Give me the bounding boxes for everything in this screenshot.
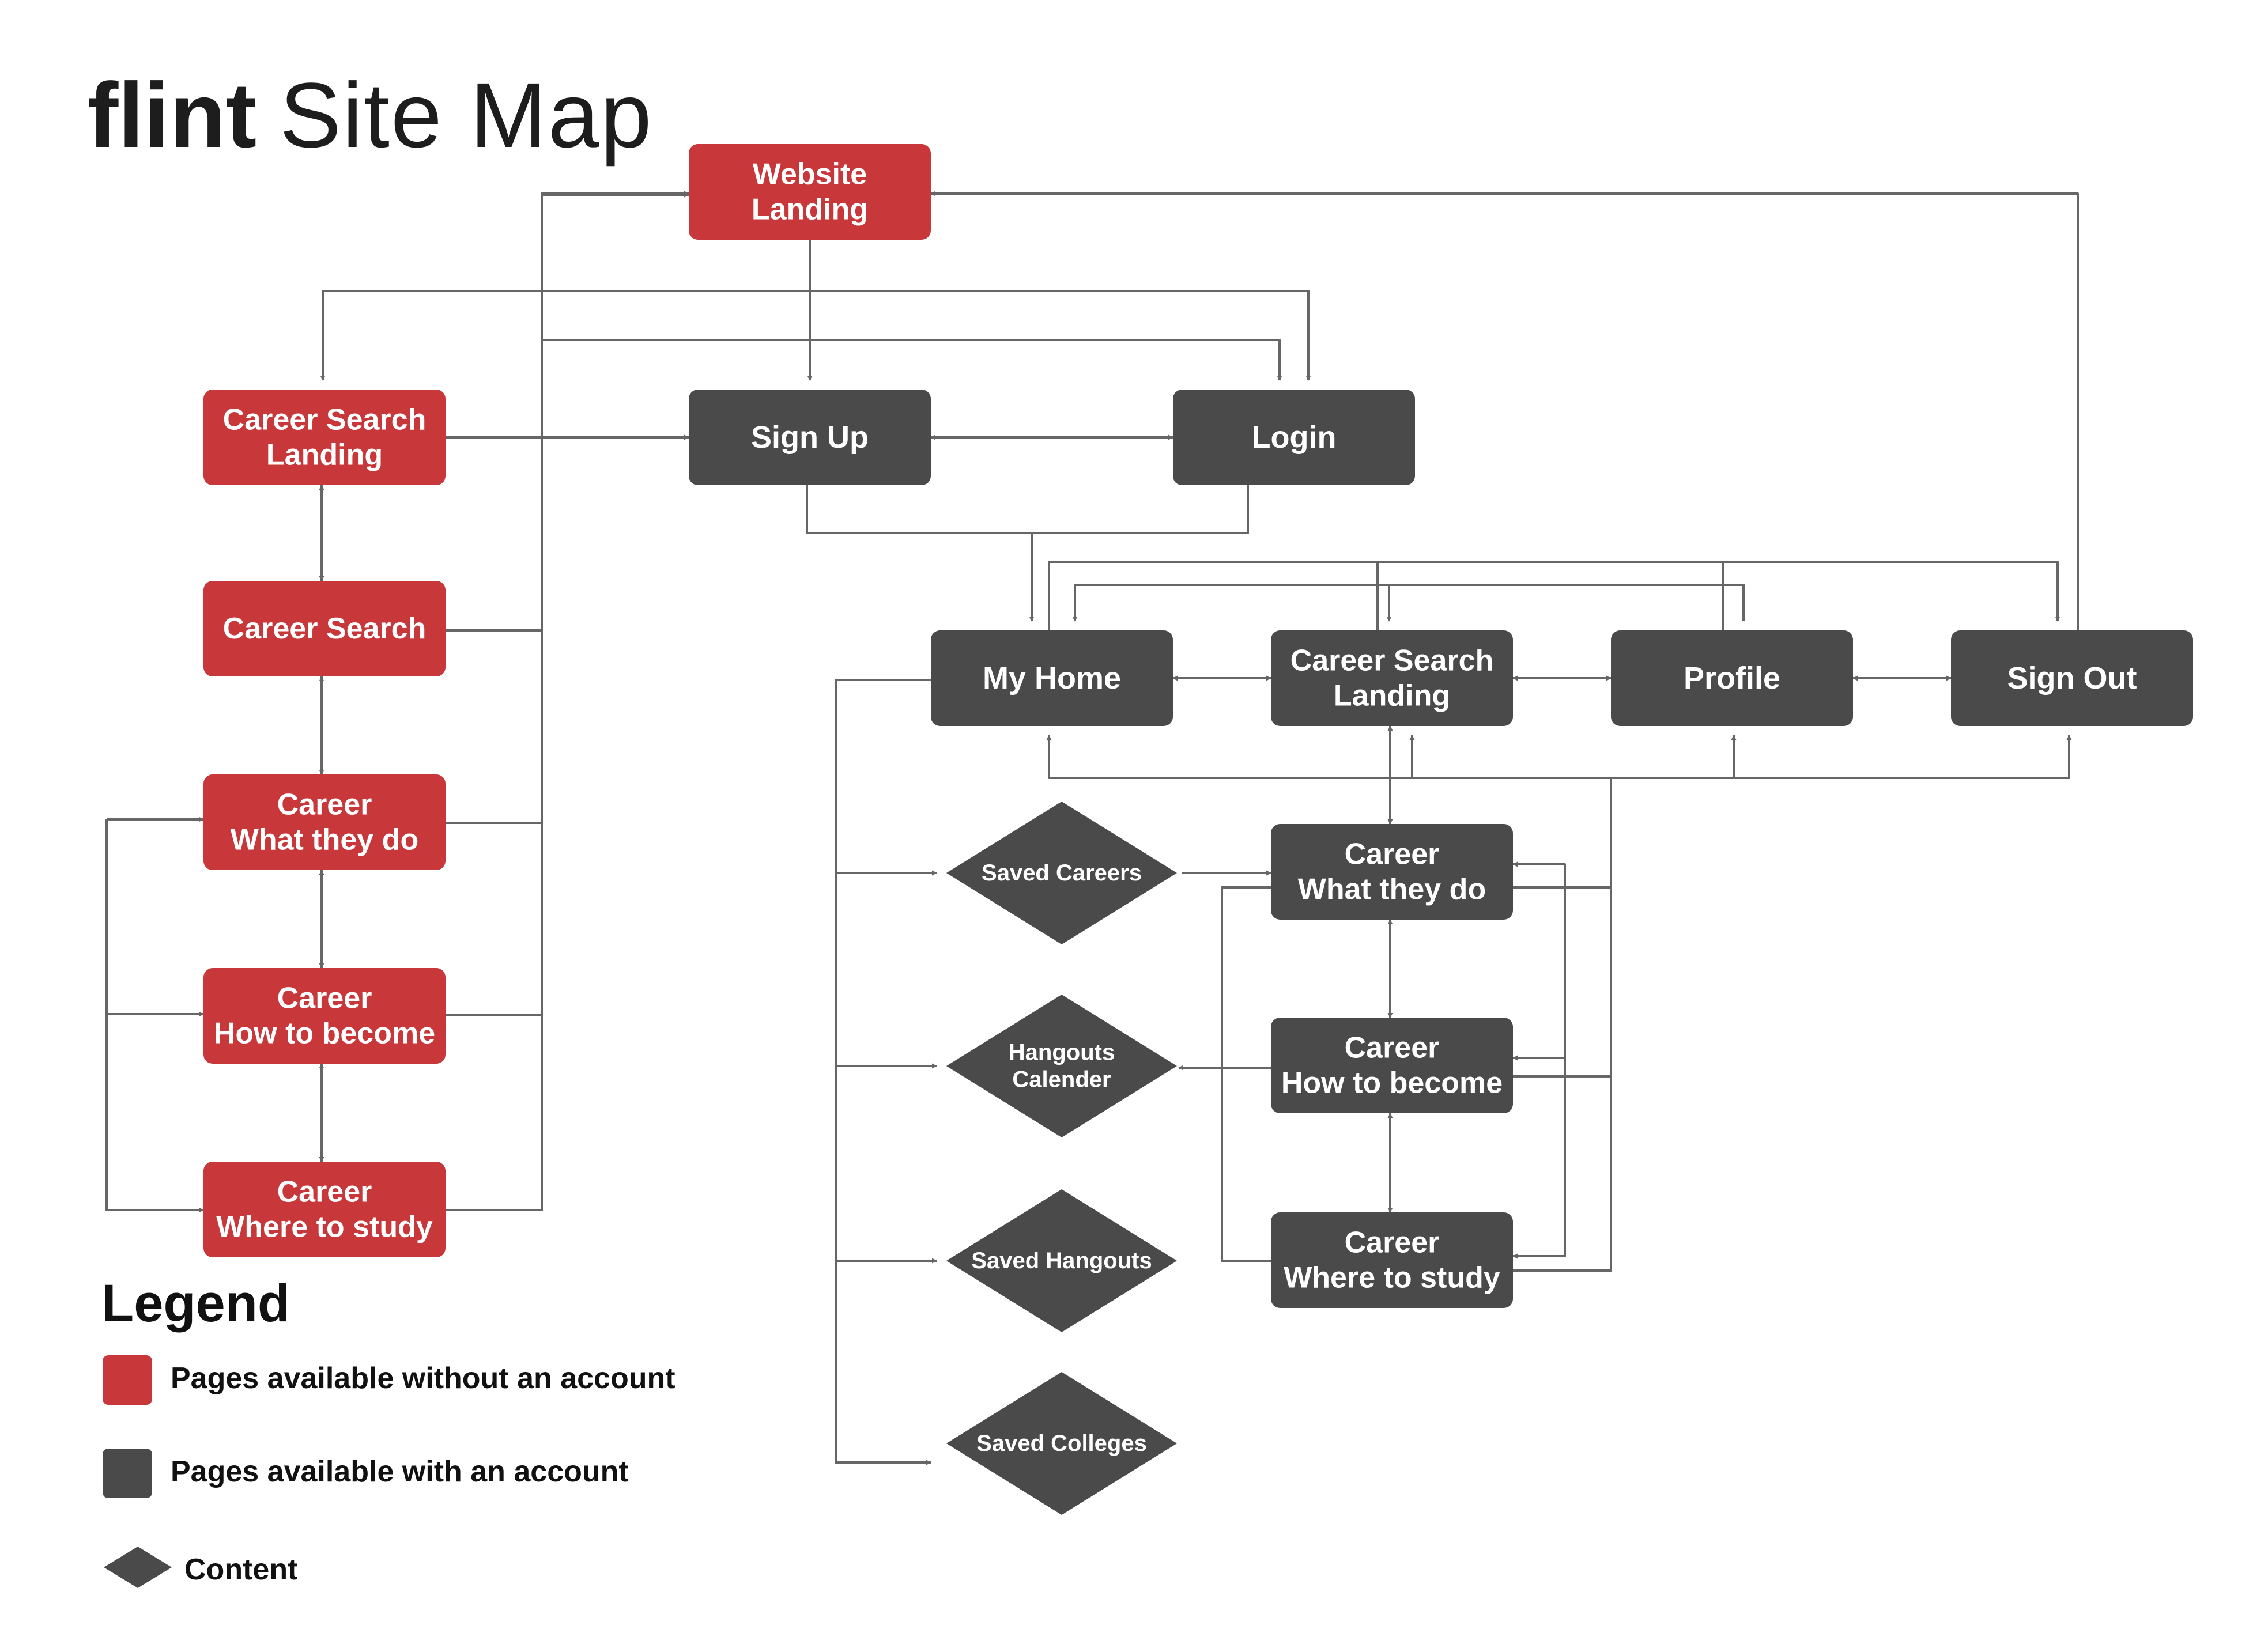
node-saved-careers: Saved Careers (946, 802, 1177, 944)
node-diamond (946, 1189, 1177, 1332)
node-label-line: Career (277, 981, 372, 1015)
node-login: Login (1173, 390, 1415, 485)
node-label-line: Where to study (1284, 1261, 1500, 1295)
node-diamond (946, 995, 1177, 1137)
connector-line (1512, 861, 1566, 1259)
node-box (931, 630, 1173, 726)
legend-swatch-account (103, 1449, 152, 1498)
title-text: Site Map (280, 63, 653, 167)
node-label-line: Career Search (1290, 644, 1494, 677)
legend-label-content: Content (184, 1553, 298, 1586)
node-box (1271, 1212, 1513, 1308)
node-label-line: How to become (214, 1017, 435, 1050)
legend-swatch-content (104, 1547, 172, 1588)
node-my-home: My Home (931, 630, 1173, 726)
connector-line (1221, 886, 1271, 1262)
node-label-line: Where to study (216, 1211, 433, 1244)
node-box (1611, 630, 1853, 726)
node-diamond (946, 1372, 1177, 1515)
connector-line (541, 194, 1282, 381)
node-label-line: Landing (266, 439, 383, 472)
node-box (689, 144, 931, 240)
node-box (1271, 824, 1513, 920)
connector-line (446, 191, 689, 439)
node-box (1271, 1018, 1513, 1113)
node-label-line: Calender (1012, 1067, 1111, 1093)
node-box (203, 1162, 446, 1257)
node-label-line: Career Search (223, 403, 427, 436)
connector-line (320, 240, 811, 381)
node-label-line: Saved Colleges (976, 1431, 1147, 1456)
legend-label-account: Pages available with an account (171, 1455, 629, 1488)
connector-line (1048, 561, 2061, 630)
node-label-line: My Home (983, 661, 1121, 695)
node-label-line: Career (277, 1175, 372, 1208)
node-label-line: Profile (1684, 661, 1780, 695)
connector-line (1513, 778, 1612, 1272)
connector-line (835, 679, 931, 1465)
node-saved-colleges: Saved Colleges (946, 1372, 1177, 1515)
node-label-line: Career (277, 788, 372, 821)
connectors (105, 191, 2079, 1465)
node-label-line: Career (1345, 1031, 1440, 1064)
brand-name: flint (88, 63, 257, 167)
node-box (1951, 630, 2193, 726)
node-label-line: Career (1345, 837, 1440, 871)
node-label-line: What they do (231, 823, 418, 857)
node-profile: Profile (1611, 630, 1853, 726)
node-box (203, 968, 446, 1064)
node-label-line: Career Search (223, 612, 427, 645)
node-label-line: Saved Careers (982, 860, 1142, 886)
connector-line (1046, 735, 2072, 779)
connector-line (806, 485, 1035, 622)
connector-line (105, 819, 204, 1213)
node-box (203, 581, 446, 676)
connector-line (810, 290, 1311, 381)
node-label-line: Website (753, 157, 867, 191)
legend-label-public: Pages available without an account (171, 1362, 676, 1395)
node-label-line: How to become (1281, 1067, 1503, 1100)
node-sign-up: Sign Up (689, 390, 931, 485)
node-label-line: Sign Out (2007, 661, 2137, 695)
node-label-line: Sign Up (751, 420, 869, 455)
connector-line (446, 192, 689, 1211)
node-saved-hangouts: Saved Hangouts (946, 1189, 1177, 1332)
connector-line (1032, 485, 1249, 534)
legend-title: Legend (101, 1274, 290, 1333)
node-box (203, 390, 446, 485)
node-label-line: What they do (1298, 873, 1486, 906)
node-label-line: Login (1252, 420, 1337, 455)
node-label-line: Landing (1334, 679, 1450, 713)
connector-line (1072, 584, 1745, 622)
connector-line (930, 191, 2079, 630)
node-box (1173, 390, 1415, 485)
node-box (1271, 630, 1513, 726)
node-label-line: Landing (752, 193, 868, 226)
node-diamond (946, 802, 1177, 944)
node-label-line: Hangouts (1009, 1039, 1115, 1065)
node-career-search: Career Search (203, 581, 446, 676)
node-sign-out: Sign Out (1951, 630, 2193, 726)
node-box (689, 390, 931, 485)
node-label-line: Saved Hangouts (971, 1248, 1152, 1273)
legend-swatch-public (103, 1355, 152, 1405)
node-box (203, 774, 446, 870)
node-label-line: Career (1345, 1226, 1440, 1259)
